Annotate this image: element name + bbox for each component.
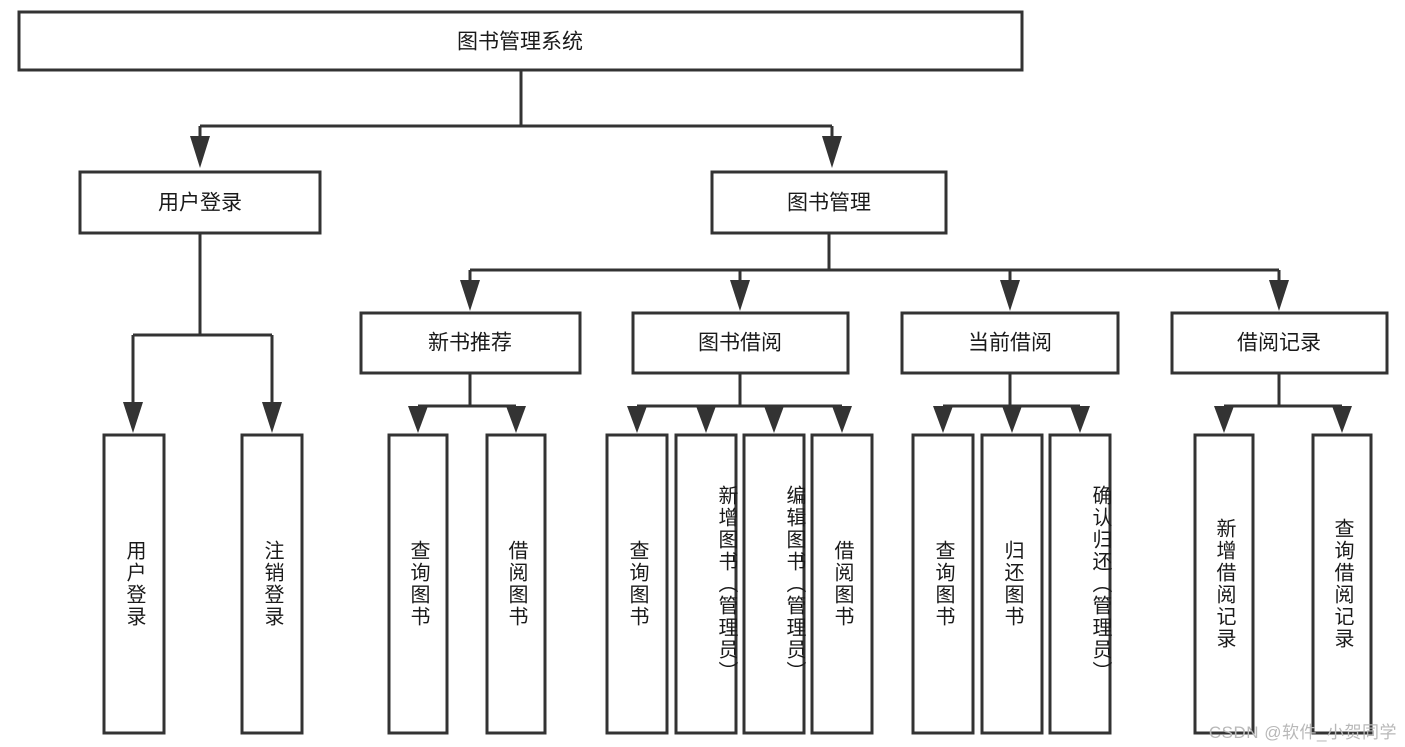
node-leaf-current-query-book-box[interactable] (911, 433, 975, 735)
node-book-borrow-box[interactable] (631, 311, 850, 375)
arrow-borrow-l2-icon (696, 406, 716, 433)
arrow-bm-to-current-icon (1000, 280, 1020, 311)
arrow-record-l1-icon (1214, 406, 1234, 433)
node-leaf-current-confirm-return-box[interactable] (1048, 433, 1112, 735)
arrow-user-login-l1-icon (123, 402, 143, 433)
node-book-borrow-label: 图书借阅 (698, 332, 782, 355)
node-book-manage-box[interactable] (710, 170, 948, 235)
connector-layer (123, 70, 1352, 433)
node-new-book-recommend-label: 新书推荐 (428, 332, 512, 355)
arrow-current-l3-icon (1070, 406, 1090, 433)
arrow-root-to-user-login-icon (190, 136, 210, 168)
node-leaf-record-query-box[interactable] (1311, 433, 1373, 735)
node-leaf-borrow-query-book-box[interactable] (605, 433, 669, 735)
node-leaf-recommend-borrow-book-box[interactable] (485, 433, 547, 735)
arrow-borrow-l3-icon (764, 406, 784, 433)
node-root-box[interactable] (17, 10, 1024, 72)
node-root-label: 图书管理系统 (457, 31, 583, 54)
node-leaf-current-return-book-box[interactable] (980, 433, 1044, 735)
node-user-login-label: 用户登录 (158, 192, 242, 215)
node-leaf-user-login-box[interactable] (102, 433, 166, 735)
node-leaf-record-add-box[interactable] (1193, 433, 1255, 735)
arrow-current-l1-icon (933, 406, 953, 433)
arrow-record-l2-icon (1332, 406, 1352, 433)
arrow-recommend-l2-icon (506, 406, 526, 433)
node-leaf-user-logout-box[interactable] (240, 433, 304, 735)
node-leaf-borrow-add-book-box[interactable] (674, 433, 738, 735)
csdn-watermark: CSDN @软件_小贺同学 (1208, 723, 1397, 742)
node-leaf-borrow-borrow-book-box[interactable] (810, 433, 874, 735)
arrow-bm-to-recommend-icon (460, 280, 480, 311)
node-leaf-borrow-edit-book-box[interactable] (742, 433, 806, 735)
node-leaf-recommend-query-book-box[interactable] (387, 433, 449, 735)
node-new-book-recommend-box[interactable] (359, 311, 582, 375)
node-borrow-record-label: 借阅记录 (1237, 332, 1321, 355)
arrow-bm-to-borrow-icon (730, 280, 750, 311)
arrow-user-login-l2-icon (262, 402, 282, 433)
arrow-bm-to-record-icon (1269, 280, 1289, 311)
node-current-borrow-label: 当前借阅 (968, 332, 1052, 355)
node-current-borrow-box[interactable] (900, 311, 1120, 375)
node-user-login-box[interactable] (78, 170, 322, 235)
arrow-root-to-book-manage-icon (822, 136, 842, 168)
node-layer: 图书管理系统 用户登录 图书管理 新书推荐 图书借阅 当前借阅 借阅记录 (17, 10, 1389, 735)
arrow-borrow-l4-icon (832, 406, 852, 433)
arrow-current-l2-icon (1002, 406, 1022, 433)
node-book-manage-label: 图书管理 (787, 192, 871, 215)
arrow-recommend-l1-icon (408, 406, 428, 433)
node-borrow-record-box[interactable] (1170, 311, 1389, 375)
arrow-borrow-l1-icon (627, 406, 647, 433)
